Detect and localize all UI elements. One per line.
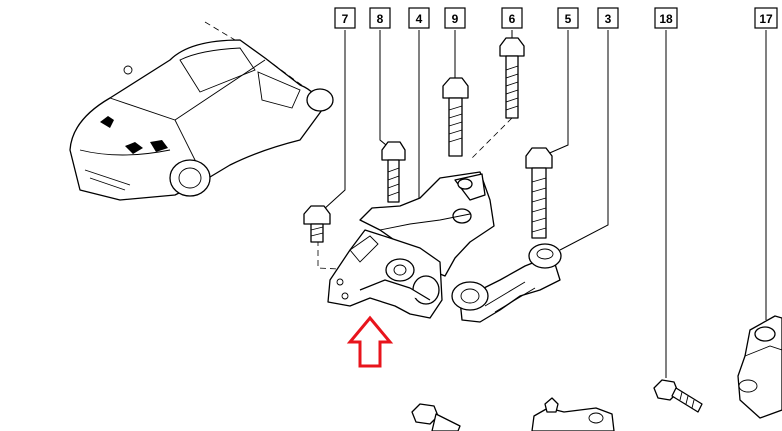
bolt-part-8 (381, 141, 406, 203)
callout-18: 18 (654, 7, 678, 29)
car-outline-icon (69, 21, 334, 201)
callout-label: 8 (377, 12, 384, 26)
callout-label: 4 (416, 12, 423, 26)
callout-label: 18 (659, 12, 673, 26)
mount-part-17 (737, 315, 782, 419)
red-up-arrow-icon (346, 315, 394, 368)
callout-9: 9 (444, 7, 466, 29)
bolt-part-6 (499, 37, 525, 119)
callout-label: 6 (509, 12, 516, 26)
callout-8: 8 (369, 7, 391, 29)
bolt-part-7 (303, 205, 331, 243)
engine-mount-block (327, 229, 443, 319)
mount-bottom-center (531, 397, 615, 431)
callout-label: 7 (342, 12, 349, 26)
callout-7: 7 (334, 7, 356, 29)
callout-4: 4 (408, 7, 430, 29)
torque-rod-part-3 (451, 243, 562, 323)
callout-6: 6 (501, 7, 523, 29)
bolt-part-5 (525, 147, 553, 239)
callout-label: 9 (452, 12, 459, 26)
callout-label: 5 (565, 12, 572, 26)
callout-3: 3 (597, 7, 619, 29)
bolt-bottom-left (411, 403, 461, 431)
bolt-part-18 (653, 379, 703, 413)
callout-5: 5 (557, 7, 579, 29)
callout-label: 17 (759, 12, 773, 26)
callout-label: 3 (605, 12, 612, 26)
bolt-part-9 (442, 77, 469, 157)
callout-17: 17 (754, 7, 778, 29)
